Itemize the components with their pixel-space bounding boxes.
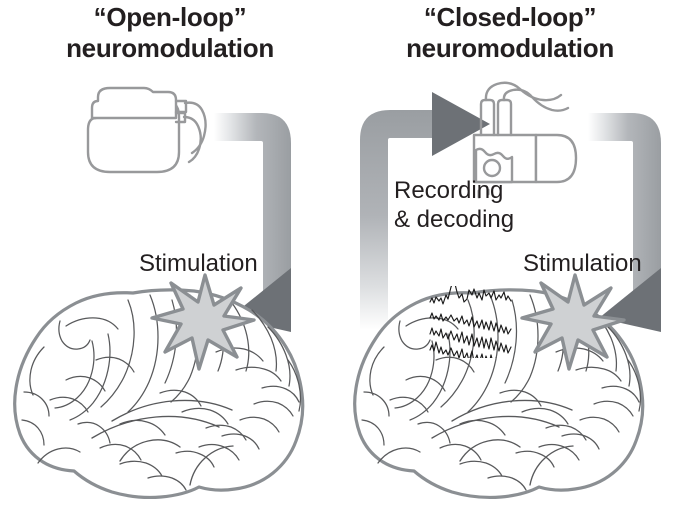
arrow-head	[599, 268, 661, 332]
stimulation-label: Stimulation	[523, 250, 642, 277]
panel-closed-loop: “Closed-loop” neuromodulation	[340, 0, 680, 505]
neural-traces	[429, 286, 512, 358]
closed-loop-graphics	[353, 81, 661, 500]
trace-4	[429, 341, 497, 358]
stimulation-starburst	[520, 273, 626, 371]
trace-1	[429, 286, 512, 305]
title-line-2: neuromodulation	[66, 33, 274, 63]
star-shape	[520, 273, 626, 371]
open-loop-graphics	[13, 86, 305, 500]
stimulation-label: Stimulation	[139, 250, 258, 277]
title-line-1: “Open-loop”	[93, 2, 247, 32]
arrow-band	[588, 113, 661, 300]
title-line-2: neuromodulation	[406, 33, 614, 63]
arrow-band	[214, 113, 291, 300]
star-shape	[150, 273, 256, 371]
trace-3	[429, 327, 512, 354]
arrow-head	[432, 92, 490, 156]
recording-label-line-1: Recording	[394, 177, 504, 204]
implantable-pulse-generator	[86, 86, 207, 174]
closed-loop-neurostimulator	[472, 81, 578, 199]
panel-open-loop-title: “Open-loop” neuromodulation	[0, 2, 340, 64]
title-line-1: “Closed-loop”	[423, 2, 597, 32]
stimulation-starburst	[150, 273, 256, 371]
panel-open-loop: “Open-loop” neuromodulation	[0, 2, 340, 500]
arrow-device-to-brain-stimulation	[588, 113, 661, 332]
panel-closed-loop-title: “Closed-loop” neuromodulation	[340, 2, 680, 64]
arrow-brain-to-device-recording	[360, 92, 490, 330]
arrow-band	[360, 110, 438, 330]
recording-decoding-label: Recording & decoding	[394, 176, 514, 234]
trace-2	[429, 312, 512, 335]
recording-label-line-2: & decoding	[394, 206, 515, 233]
brain-fissures	[91, 399, 234, 486]
brain-fissures	[431, 399, 574, 486]
